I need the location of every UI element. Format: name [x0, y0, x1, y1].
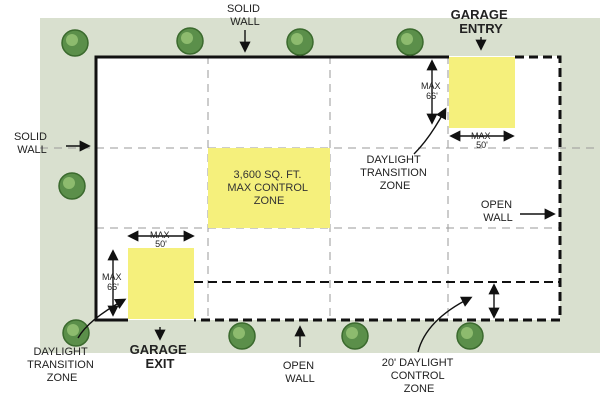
- shrub-icon: [286, 28, 314, 56]
- shrubs: [58, 27, 484, 350]
- solid-wall-left-label: SOLID WALL: [14, 131, 50, 156]
- hedge-top: [40, 18, 600, 56]
- control-zone: [208, 148, 330, 228]
- hedge-right: [560, 18, 600, 353]
- solid-wall-top-label: SOLID WALL: [227, 3, 263, 28]
- walls: [94, 55, 562, 322]
- exit-transition-zone: [128, 248, 194, 319]
- shrub-icon: [58, 172, 86, 200]
- shrub-icon: [61, 29, 89, 57]
- shrub-icon: [396, 28, 424, 56]
- garage-entry-label: GARAGE ENTRY: [451, 7, 512, 36]
- max-50-bl-label: MAX 50': [150, 230, 172, 249]
- leader-dtz-right: [413, 107, 447, 155]
- shrub-icon: [341, 322, 369, 350]
- garage-exit-label: GARAGE EXIT: [130, 342, 191, 371]
- open-wall-bottom-label: OPEN WALL: [283, 360, 317, 385]
- shrub-icon: [176, 27, 204, 55]
- shrub-icon: [456, 322, 484, 350]
- open-wall: [194, 55, 562, 322]
- max-66-tr-label: MAX 66': [421, 81, 443, 101]
- hedge-bottom: [40, 320, 600, 353]
- shrub-icon: [62, 319, 90, 347]
- daylight-control-label: 20' DAYLIGHT CONTROL ZONE: [382, 357, 456, 395]
- solid-wall: [94, 55, 449, 322]
- max-66-bl-label: MAX 66': [102, 272, 124, 292]
- leader-daylight-control: [417, 296, 473, 353]
- arrows: [66, 30, 556, 353]
- dtz-right-label: DAYLIGHT TRANSITION ZONE: [360, 154, 430, 192]
- dtz-left-label: DAYLIGHT TRANSITION ZONE: [27, 346, 97, 384]
- leader-dtz-left: [77, 298, 127, 339]
- entry-transition-zone: [449, 57, 515, 128]
- open-wall-right-label: OPEN WALL: [481, 199, 515, 224]
- control-zone-label: 3,600 SQ. FT. MAX CONTROL ZONE: [227, 169, 310, 207]
- shrub-icon: [228, 322, 256, 350]
- max-50-tr-label: MAX 50': [471, 131, 493, 150]
